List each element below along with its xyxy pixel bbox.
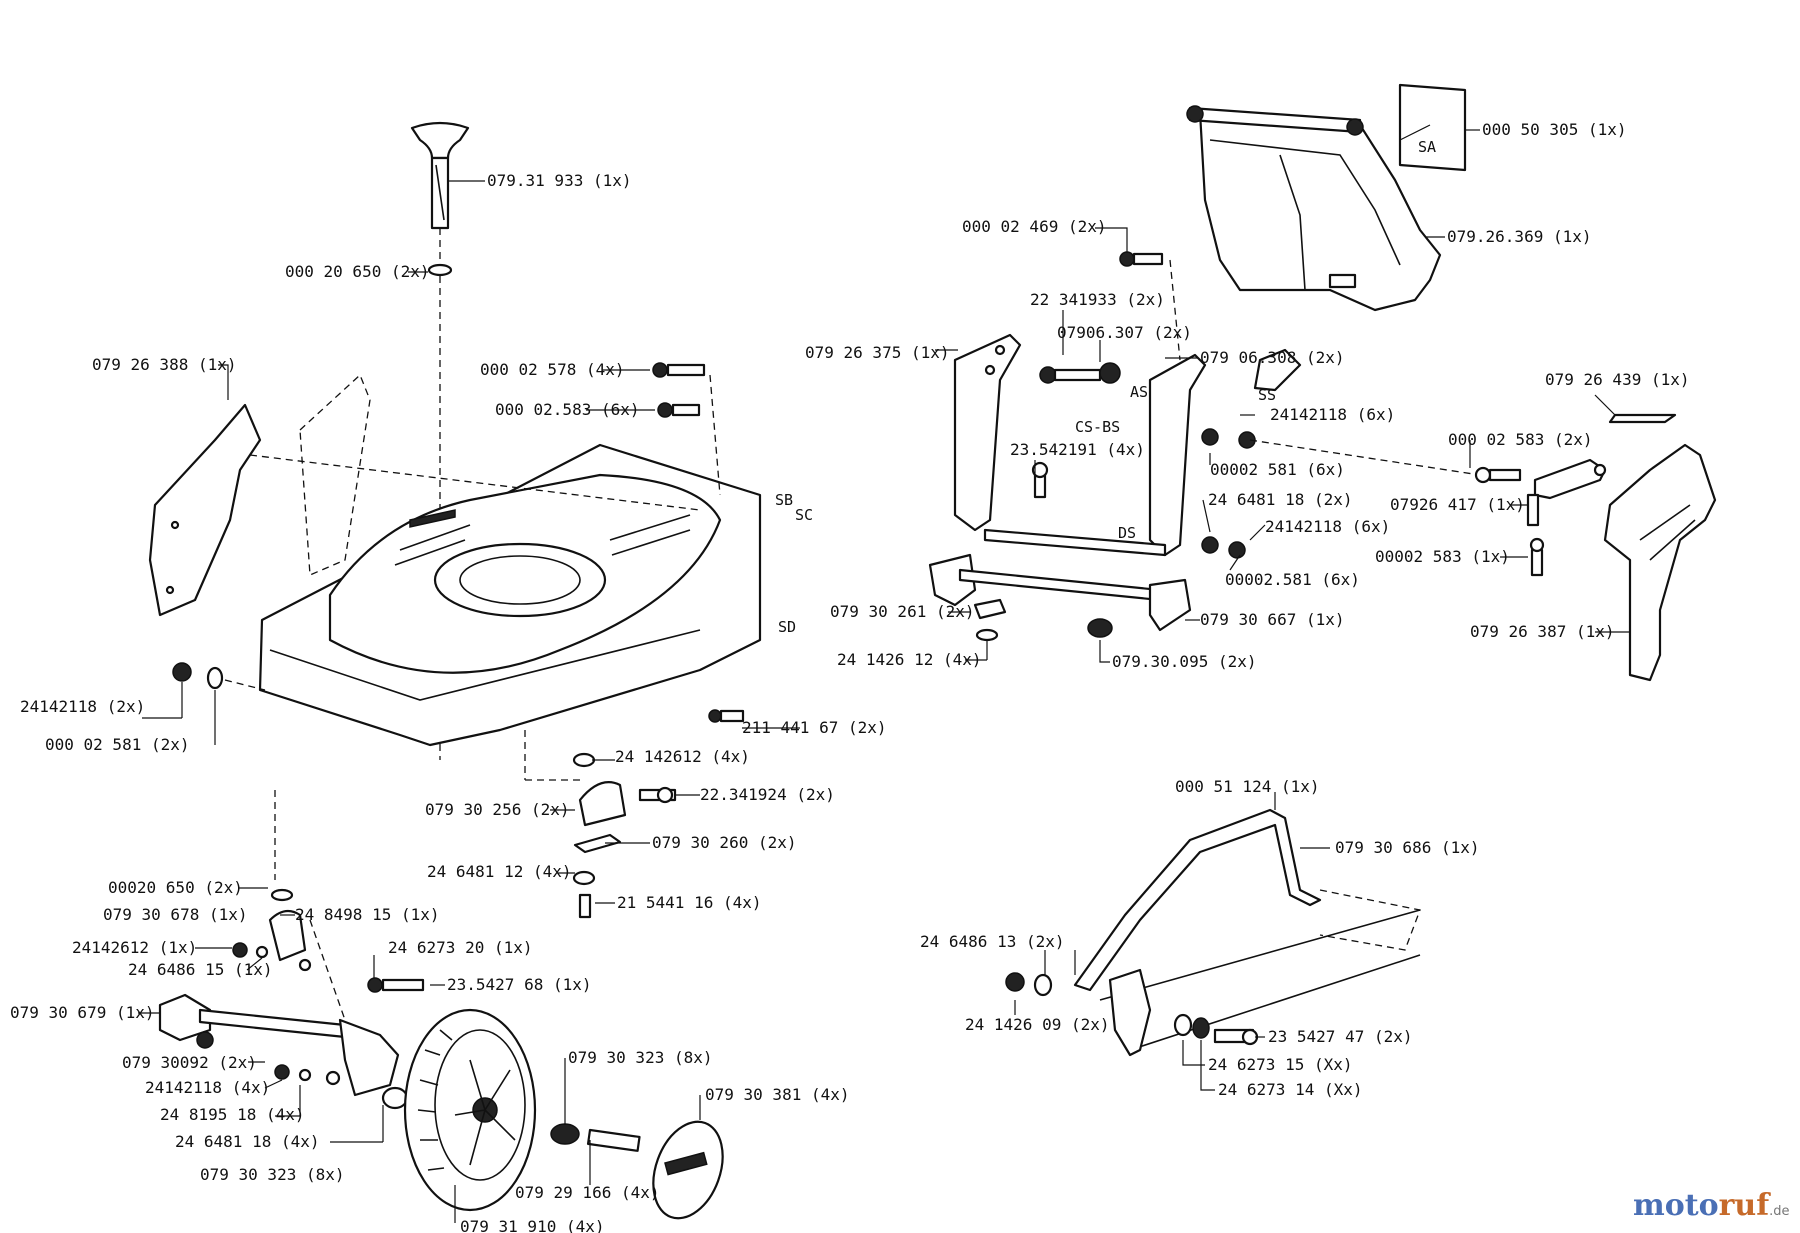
grass-bag-part — [1186, 83, 1467, 312]
watermark-part2: ruf — [1719, 1188, 1772, 1223]
part-label: 24 6273 14 (Xx) — [1218, 1080, 1363, 1099]
part-label: 079 30 381 (4x) — [705, 1085, 850, 1104]
part-label: 079 26 439 (1x) — [1545, 370, 1690, 389]
leader-lines — [138, 129, 1630, 1223]
part-label: 000 02 581 (2x) — [45, 735, 190, 754]
part-label: 079 29 166 (4x) — [515, 1183, 660, 1202]
part-label: 24142118 (6x) — [1265, 517, 1390, 536]
part-label: 24 8195 18 (4x) — [160, 1105, 305, 1124]
part-label: 000 20 650 (2x) — [285, 262, 430, 281]
part-label: 079 06.308 (2x) — [1200, 348, 1345, 367]
part-label: 24 6486 15 (1x) — [128, 960, 273, 979]
part-label: 24 6273 15 (Xx) — [1208, 1055, 1353, 1074]
part-label: 23.542191 (4x) — [1010, 440, 1145, 459]
part-label: 22.341924 (2x) — [700, 785, 835, 804]
ref-mark: AS — [1130, 383, 1148, 401]
part-label: 24 1426 09 (2x) — [965, 1015, 1110, 1034]
part-label: 24142118 (2x) — [20, 697, 145, 716]
reference-marks: SA SB SC SD AS SS CS-BS DS — [775, 138, 1436, 636]
part-label: 079 30 261 (2x) — [830, 602, 975, 621]
watermark-part1: moto — [1633, 1188, 1719, 1223]
part-label: 24 6481 12 (4x) — [427, 862, 572, 881]
part-label: 24 8498 15 (1x) — [295, 905, 440, 924]
part-label: 00002.581 (6x) — [1225, 570, 1360, 589]
bag-frame-group — [953, 251, 1481, 559]
push-handle-group — [1005, 808, 1421, 1057]
t-knob-part — [410, 121, 470, 230]
part-label: 079 30092 (2x) — [122, 1053, 257, 1072]
rear-axle-bar-group — [928, 553, 1192, 642]
part-label: 22 341933 (2x) — [1030, 290, 1165, 309]
mower-deck-group — [148, 121, 762, 760]
part-label: 00020 650 (2x) — [108, 878, 243, 897]
part-label: 23.5427 68 (1x) — [447, 975, 592, 994]
deck-housing-part — [258, 443, 762, 747]
part-label: 079.30.095 (2x) — [1112, 652, 1257, 671]
part-label: 079 30 679 (1x) — [10, 1003, 155, 1022]
ref-mark: SS — [1258, 386, 1276, 404]
part-label: 24 6481 18 (2x) — [1208, 490, 1353, 509]
part-label: 000 02 578 (4x) — [480, 360, 625, 379]
part-label: 079 30 260 (2x) — [652, 833, 797, 852]
part-label: 24 1426 12 (4x) — [837, 650, 982, 669]
part-label: 07926 417 (1x) — [1390, 495, 1525, 514]
part-label: 079.31 933 (1x) — [487, 171, 632, 190]
part-label: 079 30 256 (2x) — [425, 800, 570, 819]
part-label: 23 5427 47 (2x) — [1268, 1027, 1413, 1046]
part-labels: 079.31 933 (1x) 000 20 650 (2x) 079 26 3… — [10, 120, 1690, 1233]
rear-flap-dashed — [249, 373, 701, 576]
part-label: 079 31 910 (4x) — [460, 1217, 605, 1233]
deck-bolts — [652, 362, 721, 496]
part-label: 079 26 387 (1x) — [1470, 622, 1615, 641]
part-label: 079 30 667 (1x) — [1200, 610, 1345, 629]
part-label: 079 30 686 (1x) — [1335, 838, 1480, 857]
rear-wheel-part — [403, 1008, 724, 1220]
part-label: 24 6486 13 (2x) — [920, 932, 1065, 951]
part-label: 24142612 (1x) — [72, 938, 197, 957]
part-label: 24 142612 (4x) — [615, 747, 750, 766]
ref-mark: SC — [795, 506, 813, 524]
height-adjust-bracket-group — [274, 730, 677, 919]
part-label: 000 02.583 (6x) — [495, 400, 640, 419]
part-label: 079 26 388 (1x) — [92, 355, 237, 374]
part-label: 000 50 305 (1x) — [1482, 120, 1627, 139]
watermark-logo: motoruf.de — [1633, 1188, 1790, 1223]
part-label: 079 30 323 (8x) — [200, 1165, 345, 1184]
part-label: 000 02 469 (2x) — [962, 217, 1107, 236]
svg-text:motoruf.de: motoruf.de — [1633, 1188, 1790, 1223]
part-label: 079.26.369 (1x) — [1447, 227, 1592, 246]
part-label: 24 6273 20 (1x) — [388, 938, 533, 957]
part-label: 000 02 583 (2x) — [1448, 430, 1593, 449]
ref-mark: SD — [778, 618, 796, 636]
part-label: 00002 581 (6x) — [1210, 460, 1345, 479]
side-deflector-part — [148, 403, 262, 617]
part-label: 000 51 124 (1x) — [1175, 777, 1320, 796]
part-label: 24142118 (6x) — [1270, 405, 1395, 424]
part-label: 24142118 (4x) — [145, 1078, 270, 1097]
ref-mark: DS — [1118, 524, 1136, 542]
part-label: 079 30 323 (8x) — [568, 1048, 713, 1067]
washer-part — [427, 263, 453, 277]
part-label: 00002 583 (1x) — [1375, 547, 1510, 566]
right-deflector-group — [1474, 413, 1717, 682]
part-label: 07906.307 (2x) — [1057, 323, 1192, 342]
ref-mark: SB — [775, 491, 793, 509]
part-label: 24 6481 18 (4x) — [175, 1132, 320, 1151]
part-label: 079 30 678 (1x) — [103, 905, 248, 924]
part-label: 21 5441 16 (4x) — [617, 893, 762, 912]
watermark-suffix: .de — [1769, 1204, 1789, 1219]
ref-mark: CS-BS — [1075, 418, 1120, 436]
rear-axle-group — [158, 888, 425, 1110]
ref-mark: SA — [1418, 138, 1436, 156]
part-label: 079 26 375 (1x) — [805, 343, 950, 362]
part-label: 211 441 67 (2x) — [742, 718, 887, 737]
